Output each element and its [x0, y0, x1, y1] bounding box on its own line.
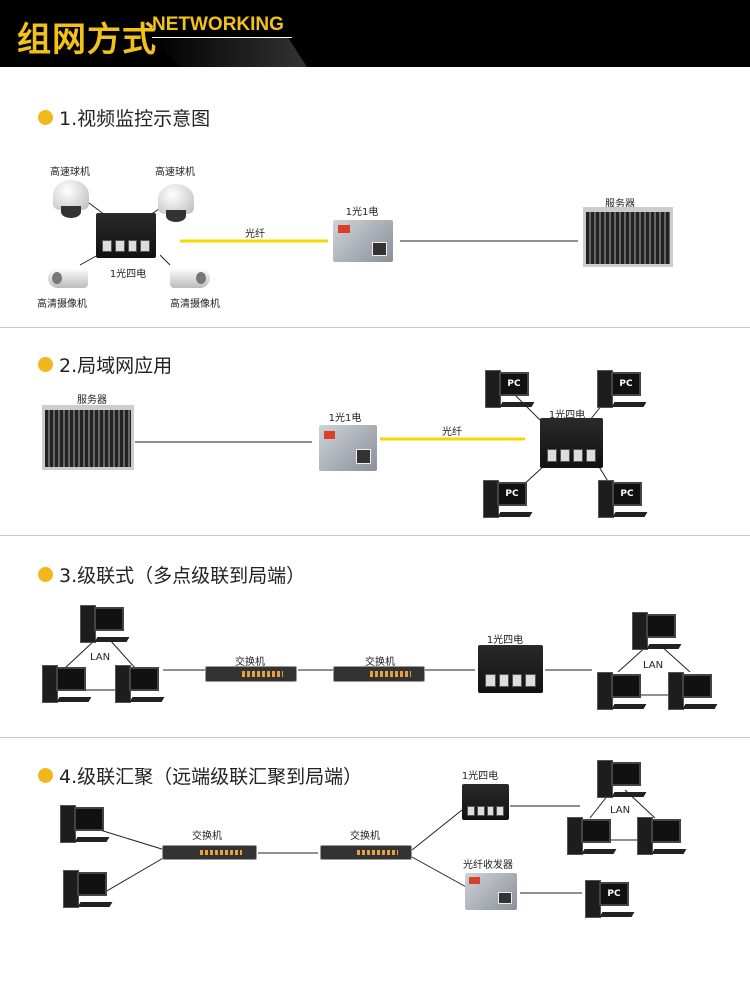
- pc-icon: [668, 672, 718, 714]
- switch-label: 交换机: [192, 831, 222, 842]
- converter-label: 1光1电: [345, 207, 379, 218]
- bullet-camera-icon: [48, 262, 92, 292]
- rack-switch-icon: [205, 666, 297, 682]
- dome-camera-icon: [158, 184, 194, 224]
- pc-icon: [567, 817, 617, 859]
- dome-camera-label: 高速球机: [50, 167, 90, 178]
- section-3-title: 3.级联式（多点级联到局端）: [38, 561, 305, 588]
- switch-1f4e-icon: [96, 213, 156, 258]
- pc-icon: PC: [585, 880, 635, 922]
- bullet-camera-icon: [166, 262, 210, 292]
- fiber-label: 光纤: [245, 229, 265, 240]
- section-divider: [0, 327, 750, 328]
- switch-1f4e-icon: [462, 784, 509, 820]
- lan-label: LAN: [609, 805, 631, 816]
- server-icon: [42, 405, 134, 470]
- pc-icon: [632, 612, 682, 654]
- section-2-title: 2.局域网应用: [38, 351, 172, 378]
- pc-icon: [63, 870, 113, 912]
- header-banner: 组网方式 NETWORKING: [0, 0, 750, 67]
- rack-switch-icon: [333, 666, 425, 682]
- pc-icon: PC: [598, 480, 648, 522]
- section-divider: [0, 535, 750, 536]
- pc-icon: [597, 672, 647, 714]
- banner-shadow: [152, 38, 307, 67]
- pc-icon: [80, 605, 130, 647]
- switch-label: 交换机: [235, 657, 265, 668]
- switch-label: 1光四电: [109, 269, 147, 280]
- fiber-label: 光纤: [442, 427, 462, 438]
- rack-switch-icon: [320, 845, 412, 860]
- switch-1f4e-icon: [540, 418, 603, 468]
- switch-label: 1光四电: [548, 410, 586, 421]
- switch-1f4e-icon: [478, 645, 543, 693]
- bullet-dot-icon: [38, 567, 53, 582]
- pc-icon: PC: [485, 370, 535, 412]
- transceiver-label: 光纤收发器: [463, 860, 513, 871]
- pc-icon: PC: [597, 370, 647, 412]
- bullet-camera-label: 高清摄像机: [37, 299, 87, 310]
- pc-icon: [597, 760, 647, 802]
- header-underline: [152, 37, 292, 38]
- section-title-text: 2.局域网应用: [59, 355, 173, 377]
- section-divider: [0, 737, 750, 738]
- media-converter-icon: [465, 873, 517, 910]
- section-title-text: 1.视频监控示意图: [59, 108, 211, 130]
- server-label: 服务器: [77, 395, 107, 406]
- dome-camera-label: 高速球机: [155, 167, 195, 178]
- media-converter-icon: [333, 220, 393, 262]
- pc-icon: [637, 817, 687, 859]
- header-title: 组网方式: [17, 20, 157, 60]
- pc-icon: [42, 665, 92, 707]
- pc-icon: [60, 805, 110, 847]
- bullet-dot-icon: [38, 768, 53, 783]
- switch-label: 交换机: [365, 657, 395, 668]
- sw4-label: 1光四电: [486, 635, 524, 646]
- section-4-title: 4.级联汇聚（远端级联汇聚到局端）: [38, 762, 362, 789]
- lan-label: LAN: [642, 660, 664, 671]
- media-converter-icon: [319, 425, 377, 471]
- switch-label: 交换机: [350, 831, 380, 842]
- sw4-label: 1光四电: [461, 771, 499, 782]
- header-subtitle: NETWORKING: [152, 14, 284, 35]
- bullet-camera-label: 高清摄像机: [170, 299, 220, 310]
- section-1-title: 1.视频监控示意图: [38, 104, 210, 131]
- rack-switch-icon: [162, 845, 257, 860]
- server-label: 服务器: [605, 199, 635, 210]
- section-title-text: 4.级联汇聚（远端级联汇聚到局端）: [59, 766, 363, 788]
- lan-label: LAN: [89, 652, 111, 663]
- bullet-dot-icon: [38, 357, 53, 372]
- pc-icon: PC: [483, 480, 533, 522]
- server-icon: [583, 207, 673, 267]
- converter-label: 1光1电: [328, 413, 362, 424]
- bullet-dot-icon: [38, 110, 53, 125]
- pc-icon: [115, 665, 165, 707]
- dome-camera-icon: [53, 180, 89, 220]
- section-title-text: 3.级联式（多点级联到局端）: [59, 565, 306, 587]
